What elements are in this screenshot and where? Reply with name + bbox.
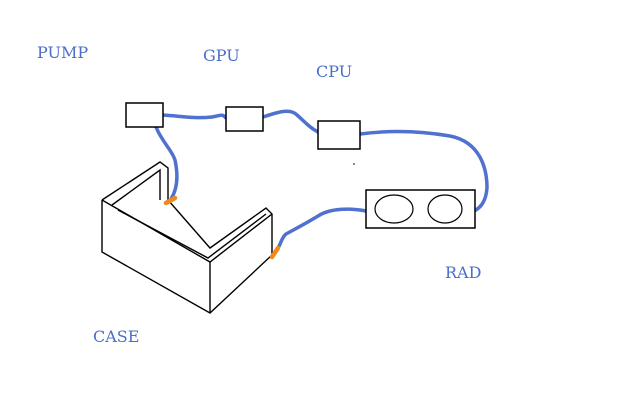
tube-cpu-to-rad — [358, 129, 489, 212]
tube-rad-to-case — [274, 207, 368, 253]
case-drawing — [101, 161, 273, 314]
case-floor-edge — [117, 209, 267, 259]
rad-label: RAD — [445, 263, 481, 282]
case-inner-edge — [101, 199, 273, 263]
radiator — [365, 189, 476, 229]
tube-gpu-to-cpu — [261, 109, 320, 134]
radiator-fan-right — [427, 194, 463, 224]
gpu-block — [225, 106, 264, 132]
radiator-fan-left — [374, 194, 414, 224]
cpu-block — [317, 120, 361, 150]
case-inner-wall — [111, 168, 161, 206]
case-outline — [101, 161, 273, 314]
stray-dot — [353, 163, 355, 165]
tube-case-to-pump — [154, 125, 179, 201]
tube-pump-to-gpu — [161, 113, 228, 120]
case-label: CASE — [93, 327, 139, 346]
tubing-loop — [154, 109, 489, 253]
case-fitting-side — [269, 245, 281, 260]
pump-block — [125, 102, 164, 128]
case-fitting-top — [163, 195, 178, 206]
cpu-label: CPU — [316, 62, 352, 81]
pump-label: PUMP — [37, 43, 88, 62]
gpu-label: GPU — [203, 46, 240, 65]
